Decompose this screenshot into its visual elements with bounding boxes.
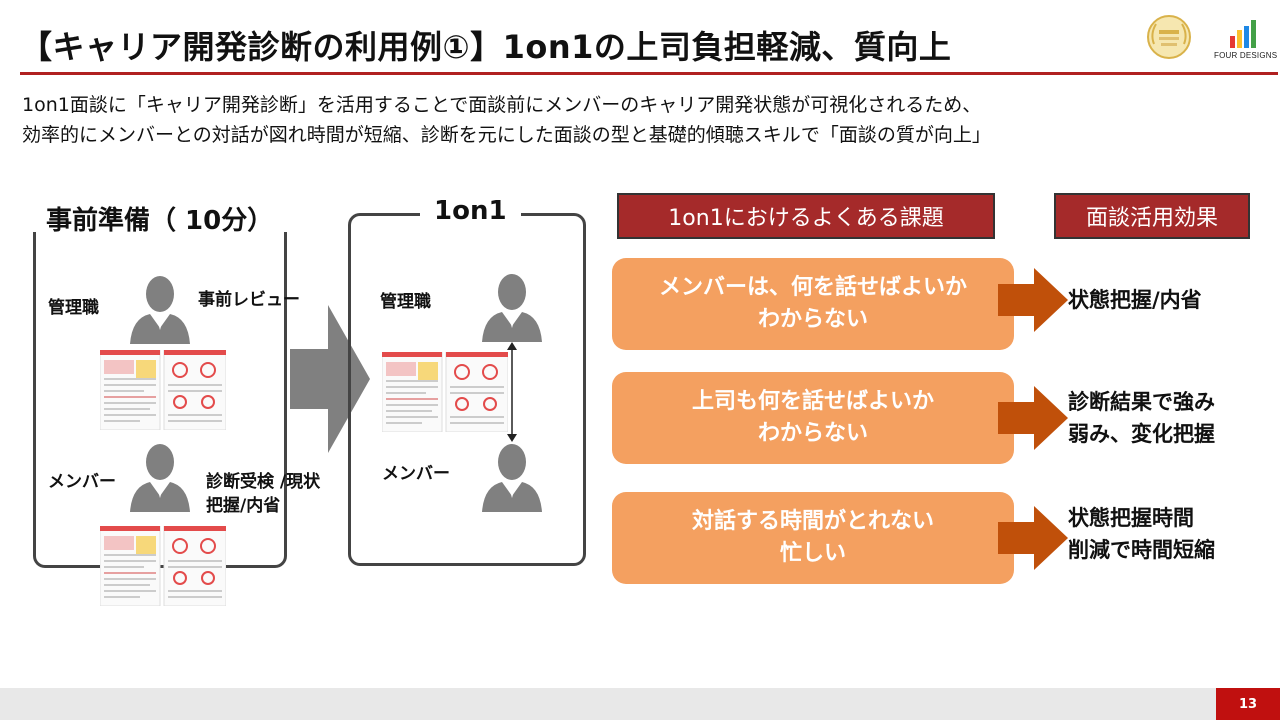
right-arrow-icon [998,268,1068,332]
manager-person-icon [130,276,190,344]
prep-manager-label: 管理職 [48,298,99,318]
right-arrow-icon [998,506,1068,570]
intro-text: 1on1面談に「キャリア開発診断」を活用することで面談前にメンバーのキャリア開発… [22,90,991,150]
one-on-one-member-label: メンバー [382,464,450,484]
effect-text: 診断結果で強み 弱み、変化把握 [1068,390,1215,446]
right-arrow-icon [998,386,1068,450]
effect-text: 状態把握/内省 [1068,288,1202,312]
one-on-one-manager-label: 管理職 [380,292,431,312]
diagnosis-report-thumbnail [382,352,508,432]
issue-pill: 上司も何を話せばよいか わからない [612,372,1014,464]
prep-member-action-2: 把握/内省 [206,496,281,516]
intro-line-1: 1on1面談に「キャリア開発診断」を活用することで面談前にメンバーのキャリア開発… [22,94,982,116]
issue-pill: メンバーは、何を話せばよいか わからない [612,258,1014,350]
member-person-icon [130,444,190,512]
member-person-icon [482,444,542,512]
title-underline [20,72,1278,75]
bar-logo-icon [1230,20,1256,48]
award-badge-icon [1147,15,1191,59]
double-arrow-icon [507,342,517,442]
effects-heading: 面談活用効果 [1054,193,1250,239]
prep-manager-action: 事前レビュー [198,290,300,310]
diagnosis-report-thumbnail [100,526,226,606]
flow-arrow-icon [290,305,370,453]
effect-text: 状態把握時間 削減で時間短縮 [1068,506,1215,562]
issue-text: 上司も何を話せばよいか わからない [691,389,934,446]
logo-text: FOUR DESIGNS [1214,51,1278,60]
footer-bar [0,688,1280,720]
slide-title: 【キャリア開発診断の利用例①】1on1の上司負担軽減、質向上 [20,28,952,66]
prep-title: 事前準備（ 10分） [40,200,280,237]
manager-person-icon [482,274,542,342]
issue-pill: 対話する時間がとれない 忙しい [612,492,1014,584]
page-number: 13 [1216,688,1280,720]
four-designs-logo: FOUR DESIGNS [1214,18,1278,64]
one-on-one-title: 1on1 [420,196,521,226]
prep-member-action-1: 診断受検 /現状 [206,472,321,492]
intro-line-2: 効率的にメンバーとの対話が図れ時間が短縮、診断を元にした面談の型と基礎的傾聴スキ… [22,124,991,146]
issues-heading: 1on1におけるよくある課題 [617,193,995,239]
diagnosis-report-thumbnail [100,350,226,430]
issue-text: 対話する時間がとれない 忙しい [691,509,934,566]
prep-member-label: メンバー [48,472,116,492]
issue-text: メンバーは、何を話せばよいか わからない [658,275,967,332]
